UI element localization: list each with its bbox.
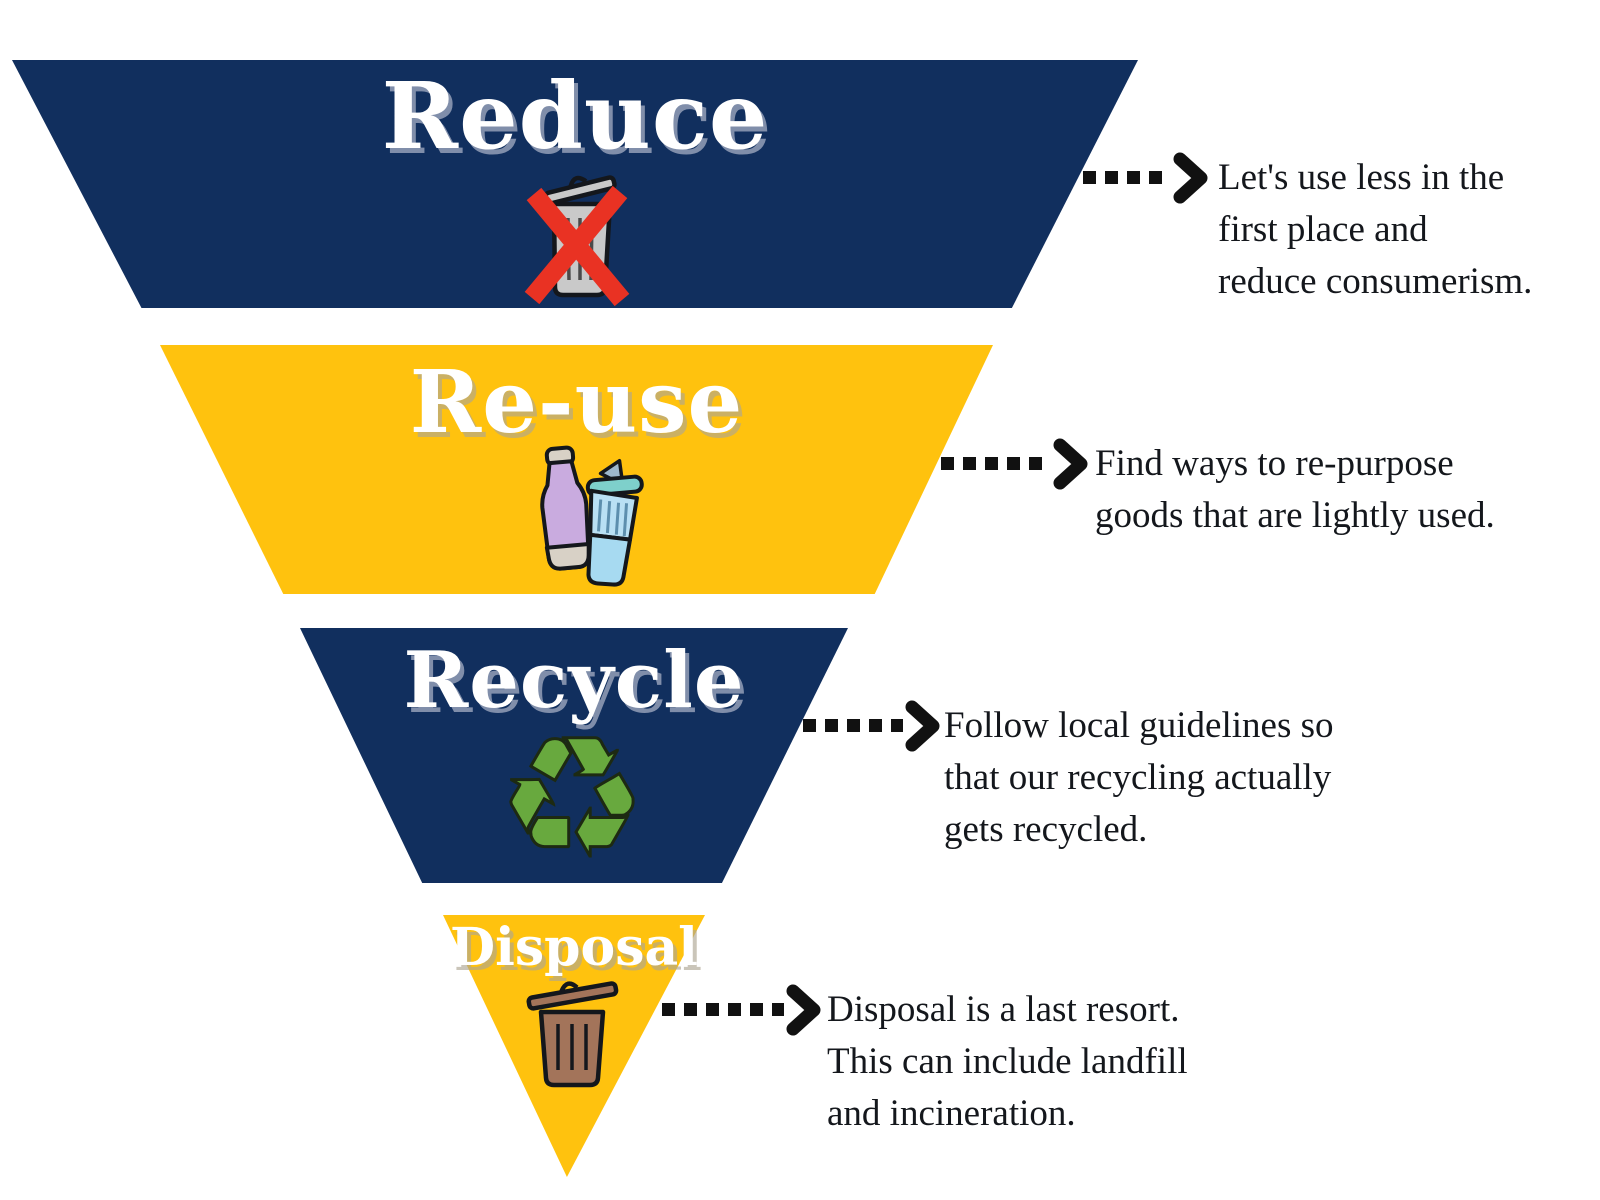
description-line: and incineration. (827, 1093, 1076, 1134)
tier-title-disposal: Disposal (450, 917, 698, 978)
recycle-symbol-glyph: ♻ (495, 700, 649, 896)
description-line: Follow local guidelines so (944, 705, 1334, 746)
recycling-arrows-icon: ♻ (495, 713, 649, 884)
description-line: Find ways to re-purpose (1095, 443, 1454, 484)
description-line: reduce consumerism. (1218, 261, 1533, 302)
description-reuse: Find ways to re-purpose goods that are l… (1095, 438, 1495, 542)
tier-title-reduce: Reduce (381, 62, 769, 170)
description-line: first place and (1218, 209, 1428, 250)
description-line: gets recycled. (944, 809, 1148, 850)
dotted-connector-reuse (941, 457, 1051, 470)
description-reduce: Let's use less in the first place and re… (1218, 152, 1532, 308)
description-line: This can include landfill (827, 1041, 1188, 1082)
tier-title-recycle: Recycle (403, 635, 745, 726)
dotted-connector-reduce (1083, 171, 1171, 184)
no-waste-crossed-trash-icon (514, 160, 642, 313)
dotted-connector-recycle (803, 719, 903, 732)
description-line: Let's use less in the (1218, 157, 1505, 198)
description-line: goods that are lightly used. (1095, 495, 1495, 536)
description-line: that our recycling actually (944, 757, 1332, 798)
description-disposal: Disposal is a last resort. This can incl… (827, 984, 1188, 1140)
arrowhead-icon (1173, 152, 1208, 204)
trash-bin-icon (513, 966, 631, 1097)
tier-title-reuse: Re-use (409, 352, 744, 453)
arrowhead-icon (786, 984, 821, 1036)
arrowhead-icon (1053, 438, 1088, 490)
dotted-connector-disposal (662, 1003, 784, 1016)
arrowhead-icon (905, 700, 940, 752)
reusable-bottle-and-cup-icon (512, 444, 644, 595)
description-line: Disposal is a last resort. (827, 989, 1180, 1030)
description-recycle: Follow local guidelines so that our recy… (944, 700, 1334, 856)
